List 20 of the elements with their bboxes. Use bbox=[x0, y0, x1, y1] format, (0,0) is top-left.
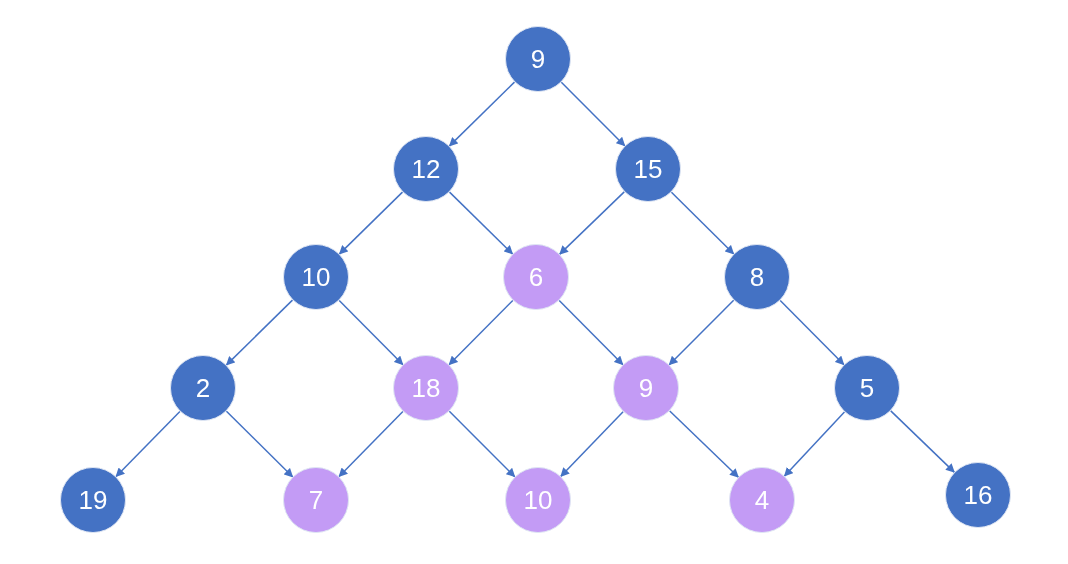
arrow bbox=[225, 410, 294, 478]
arrow bbox=[448, 81, 516, 147]
arrow bbox=[338, 191, 404, 255]
arrow bbox=[448, 299, 514, 366]
arrow bbox=[338, 410, 404, 478]
arrow bbox=[669, 410, 739, 478]
arrow bbox=[448, 410, 516, 478]
arrow bbox=[890, 410, 955, 473]
arrow bbox=[560, 81, 626, 147]
arrow bbox=[560, 411, 624, 477]
arrow bbox=[558, 299, 624, 366]
arrow bbox=[448, 191, 514, 255]
arrow bbox=[668, 299, 735, 366]
arrow bbox=[115, 410, 181, 478]
arrow bbox=[783, 411, 846, 477]
arrow bbox=[779, 299, 845, 366]
arrow bbox=[338, 299, 404, 366]
arrow bbox=[559, 191, 625, 255]
arrow bbox=[225, 299, 294, 366]
arrow bbox=[670, 191, 735, 255]
